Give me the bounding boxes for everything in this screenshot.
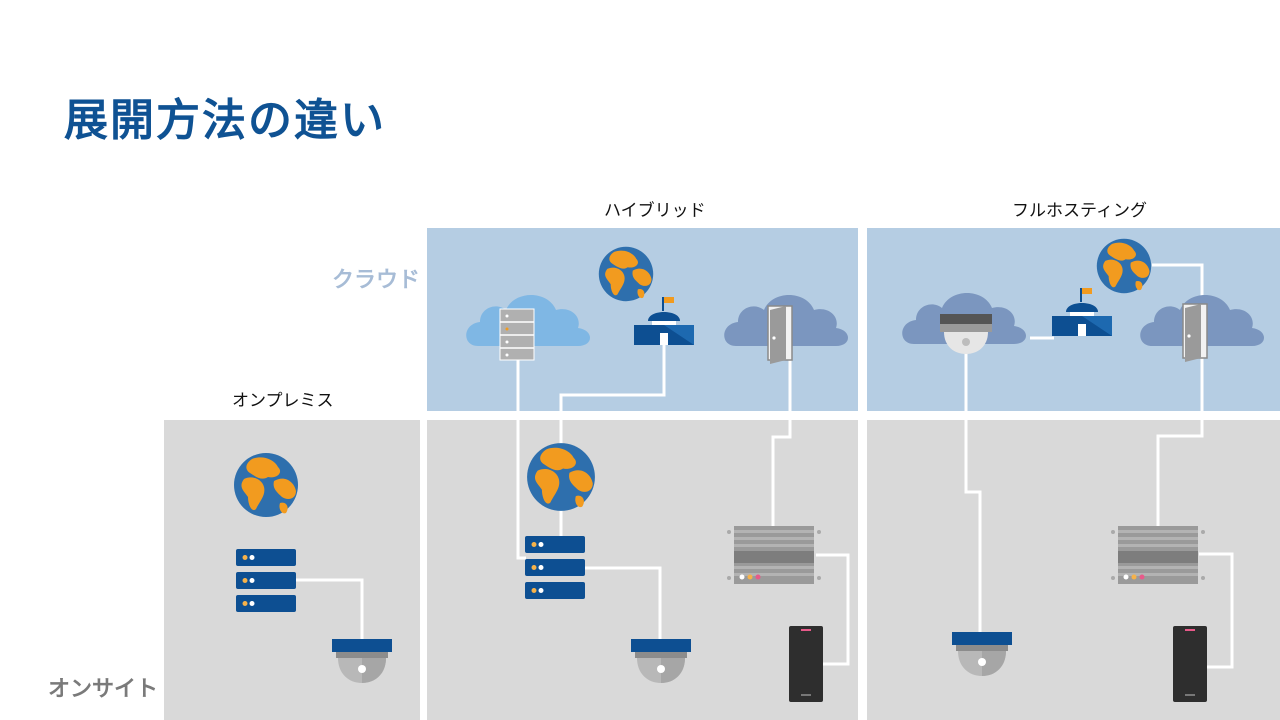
onpremise-onsite-panel [164, 420, 420, 720]
full-hosting-onsite-panel [867, 420, 1280, 720]
column-label-onpremise: オンプレミス [232, 391, 334, 411]
globe-icon [598, 246, 654, 302]
server-icon [499, 308, 535, 361]
connection-lines [296, 263, 1234, 669]
server-icon [525, 536, 585, 599]
card-reader-icon [1173, 626, 1207, 702]
globe-icon [527, 443, 595, 511]
globe-icon [1096, 238, 1152, 294]
column-label-hybrid: ハイブリッド [604, 201, 706, 221]
page-title: 展開方法の違い [64, 95, 386, 146]
controller-icon [1111, 526, 1205, 584]
row-label-onsite: オンサイト [48, 677, 159, 702]
door-icon [1182, 303, 1208, 363]
camera-icon [940, 314, 992, 354]
row-label-cloud: クラウド [332, 268, 421, 293]
card-reader-icon [789, 626, 823, 702]
column-label-full-hosting: フルホスティング [1012, 201, 1147, 221]
server-icon [236, 549, 296, 612]
globe-icon [234, 453, 298, 517]
door-icon [767, 305, 793, 365]
controller-icon [727, 526, 821, 584]
